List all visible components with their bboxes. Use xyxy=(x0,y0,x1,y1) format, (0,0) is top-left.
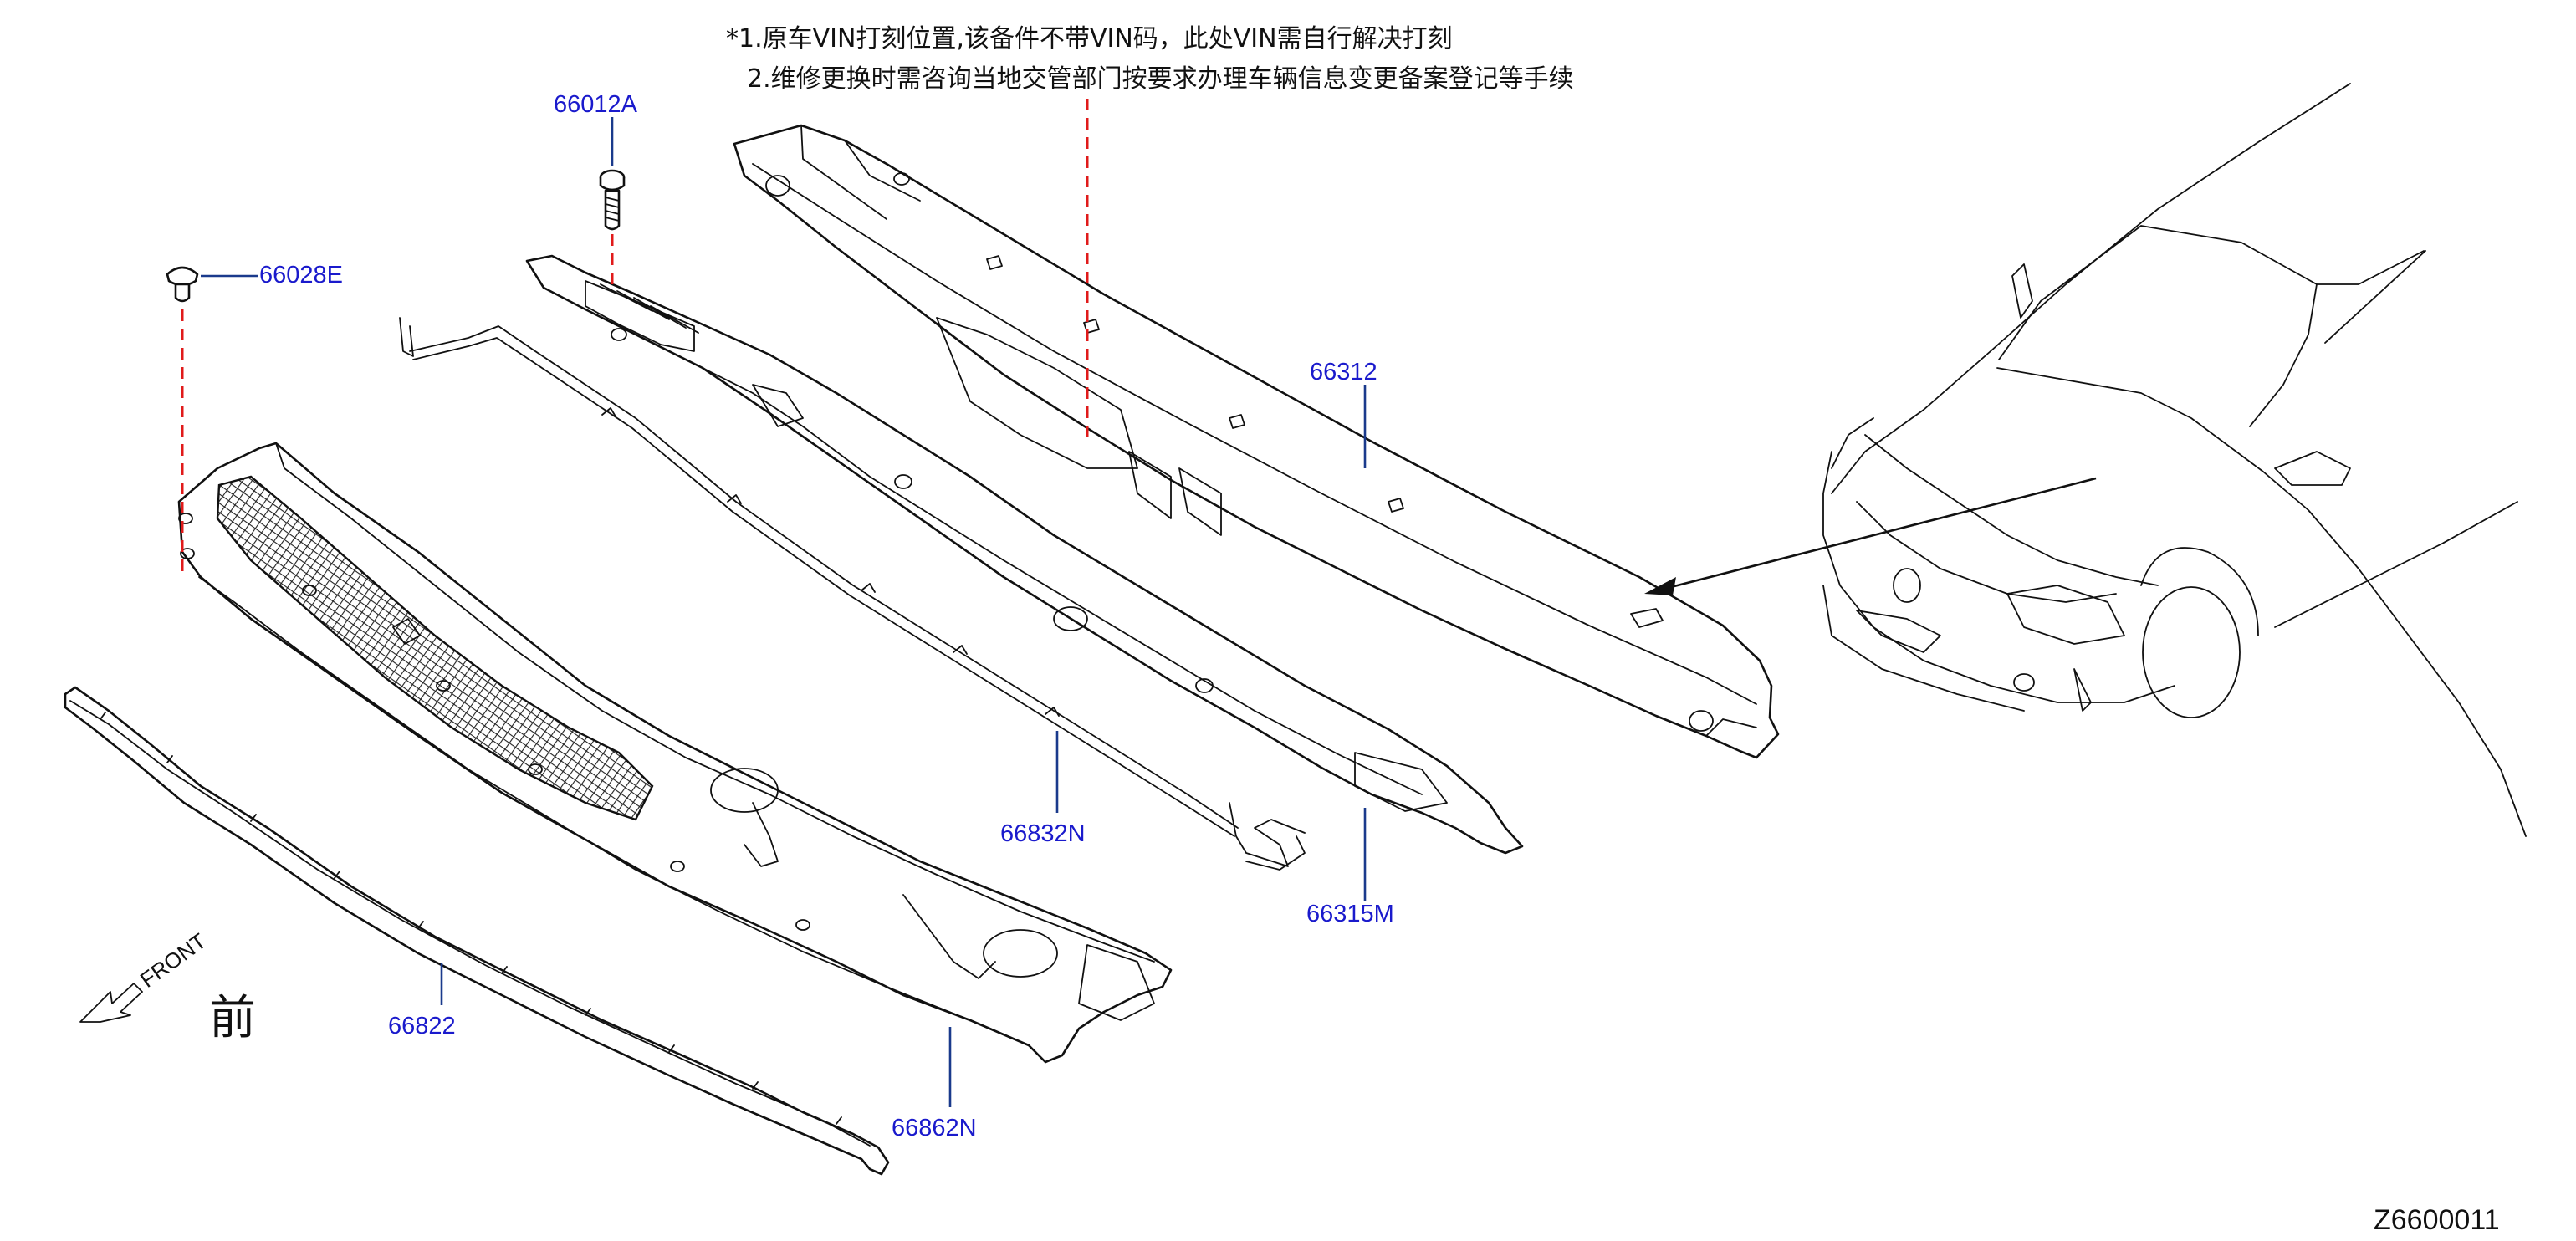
part-66862n-cowl-top-lower xyxy=(177,442,1173,1064)
part-label-66028e[interactable]: 66028E xyxy=(259,262,343,289)
front-direction-indicator: FRONT 前 xyxy=(79,928,256,1045)
front-label-cn: 前 xyxy=(209,991,256,1045)
location-arrow xyxy=(1644,477,2097,595)
part-66312-cowl-top-upper xyxy=(733,124,1780,759)
part-66315m-cowl-top-center xyxy=(525,254,1524,855)
part-66822-front-seal-strip xyxy=(64,686,890,1176)
part-label-66832n[interactable]: 66832N xyxy=(1000,820,1086,847)
front-arrow-icon xyxy=(79,983,143,1023)
note-line-2: 2.维修更换时需咨询当地交管部门按要求办理车辆信息变更备案登记等手续 xyxy=(747,64,1574,94)
part-label-66312[interactable]: 66312 xyxy=(1310,359,1377,386)
vehicle-location-illustration xyxy=(1822,83,2527,837)
part-66012a-bolt xyxy=(599,169,626,231)
diagram-id: Z6600011 xyxy=(2374,1204,2500,1236)
part-66028e-clip xyxy=(166,266,199,303)
note-line-1: *1.原车VIN打刻位置,该备件不带VIN码，此处VIN需自行解决打刻 xyxy=(726,24,1453,54)
part-label-66315m[interactable]: 66315M xyxy=(1306,901,1394,927)
part-label-66012a[interactable]: 66012A xyxy=(554,91,638,118)
part-66832n-seal-strip xyxy=(399,317,1306,871)
part-label-66862n[interactable]: 66862N xyxy=(892,1115,977,1141)
front-label: FRONT xyxy=(135,928,211,993)
part-label-66822[interactable]: 66822 xyxy=(388,1013,456,1039)
